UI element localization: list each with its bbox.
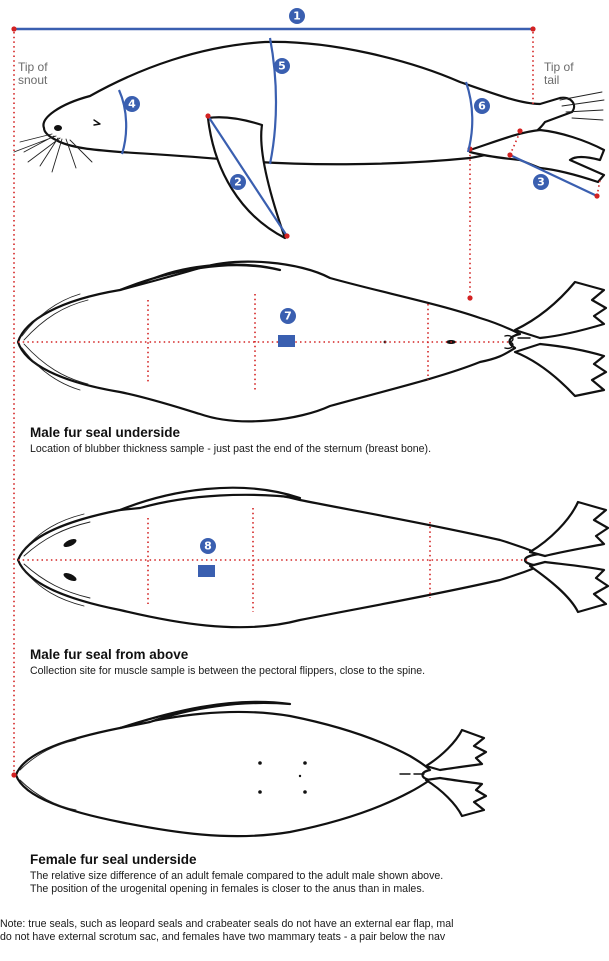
male-above-title: Male fur seal from above xyxy=(30,647,189,662)
measure-3-left-point xyxy=(507,152,512,157)
note-line-2: do not have external scrotum sac, and fe… xyxy=(0,931,446,943)
badge-3: 3 xyxy=(533,174,549,190)
badge-1: 1 xyxy=(289,8,305,24)
side-eye xyxy=(54,125,62,131)
seal-side-view xyxy=(14,42,604,238)
tip-of-tail-label-2: tail xyxy=(544,73,559,87)
tip-of-snout-label-1: Tip of xyxy=(18,60,48,74)
seal-male-above xyxy=(18,488,608,627)
female-underside-title: Female fur seal underside xyxy=(30,852,197,867)
svg-text:6: 6 xyxy=(478,100,486,113)
badge-2: 2 xyxy=(230,174,246,190)
male-underside-title: Male fur seal underside xyxy=(30,425,181,440)
tip-of-tail-label-1: Tip of xyxy=(544,60,574,74)
measure-2-top-point xyxy=(205,113,210,118)
muscle-sample-marker xyxy=(198,565,215,577)
hip-bottom-point xyxy=(467,295,472,300)
female-navel xyxy=(299,775,301,777)
female-teat-3 xyxy=(258,790,262,794)
measure-3-top-point xyxy=(517,128,522,133)
measure-1-left-point xyxy=(11,26,16,31)
female-underside-description-2: The position of the urogenital opening i… xyxy=(30,883,425,895)
female-teat-2 xyxy=(303,761,307,765)
above-hind-flipper-bottom xyxy=(530,562,608,612)
seal-male-underside xyxy=(18,262,606,422)
measure-3-right-point xyxy=(594,193,599,198)
male-underside-description: Location of blubber thickness sample - j… xyxy=(30,443,431,455)
seal-female-underside xyxy=(16,702,486,836)
badge-8: 8 xyxy=(200,538,216,554)
female-underside-description-1: The relative size difference of an adult… xyxy=(30,870,443,882)
blubber-sample-marker xyxy=(278,335,295,347)
female-seal-body xyxy=(16,712,430,836)
note-line-1: Note: true seals, such as leopard seals … xyxy=(0,918,453,930)
measure-1-right-point xyxy=(530,26,535,31)
svg-text:7: 7 xyxy=(284,310,292,323)
underside-hind-flipper-top xyxy=(515,282,606,338)
snout-guide-bottom-point xyxy=(11,772,16,777)
female-hind-flipper-top xyxy=(426,730,486,770)
badge-5: 5 xyxy=(274,58,290,74)
above-seal-body xyxy=(18,493,540,627)
svg-text:4: 4 xyxy=(128,98,136,111)
badge-7: 7 xyxy=(280,308,296,324)
tip-of-snout-label-2: snout xyxy=(18,73,48,87)
svg-text:2: 2 xyxy=(234,176,242,189)
female-teat-4 xyxy=(303,790,307,794)
svg-text:5: 5 xyxy=(278,60,286,73)
above-hind-flipper-top xyxy=(530,502,608,556)
svg-text:3: 3 xyxy=(537,176,545,189)
male-above-description: Collection site for muscle sample is bet… xyxy=(30,665,425,677)
female-teat-1 xyxy=(258,761,262,765)
female-hind-flipper-bottom xyxy=(426,778,486,816)
underside-hind-flipper-bottom xyxy=(515,344,606,396)
badge-4: 4 xyxy=(124,96,140,112)
badge-6: 6 xyxy=(474,98,490,114)
svg-text:1: 1 xyxy=(293,10,301,23)
svg-text:8: 8 xyxy=(204,540,212,553)
measure-2-bottom-point xyxy=(284,233,289,238)
